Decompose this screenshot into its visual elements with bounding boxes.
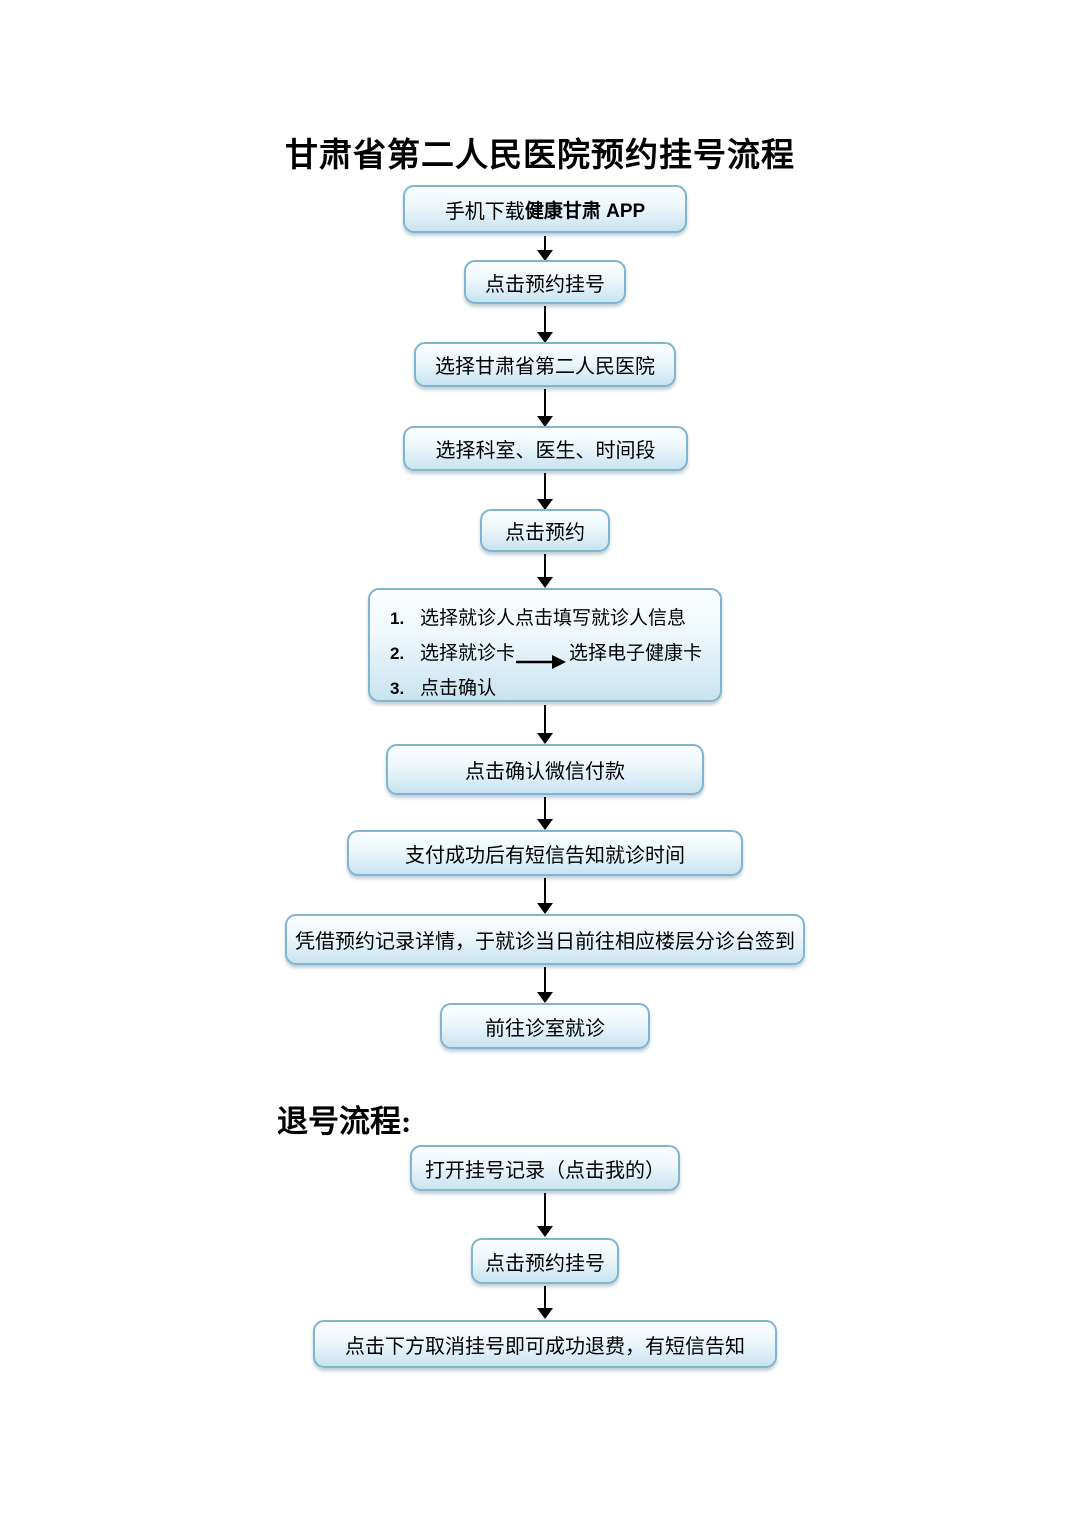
list-item-text: 选择就诊人点击填写就诊人信息: [420, 608, 687, 629]
cancel-section-title: 退号流程:: [277, 1104, 412, 1139]
list-item-number: 1.: [390, 609, 405, 628]
go-to-clinic-box: 前往诊室就诊: [440, 1003, 650, 1049]
cancel-refund-label: 点击下方取消挂号即可成功退费，有短信告知: [345, 1335, 745, 1358]
click-reserve-label: 点击预约: [505, 522, 585, 544]
list-item: 2. 选择就诊卡 选择电子健康卡: [382, 636, 720, 671]
list-item-text-right: 选择电子健康卡: [569, 643, 703, 664]
list-item-number: 2.: [390, 644, 405, 663]
down-arrow: [537, 705, 553, 744]
download-app-box: 手机下载健康甘肃 APP: [403, 185, 687, 233]
download-app-label: 手机下载: [444, 200, 525, 223]
open-registration-record-box: 打开挂号记录（点击我的）: [410, 1145, 680, 1191]
select-hospital-box: 选择甘肃省第二人民医院: [414, 342, 676, 387]
down-arrow: [537, 797, 553, 830]
list-item: 1. 选择就诊人点击填写就诊人信息: [382, 601, 720, 636]
click-reserve-box: 点击预约: [480, 509, 610, 552]
select-hospital-label: 选择甘肃省第二人民医院: [435, 356, 655, 378]
click-appointment-label: 点击预约挂号: [485, 273, 605, 296]
down-arrow: [537, 389, 553, 427]
down-arrow: [537, 236, 553, 261]
down-arrow: [537, 1193, 553, 1237]
select-dept-doctor-time-box: 选择科室、医生、时间段: [403, 426, 688, 471]
right-arrow-icon: [516, 655, 566, 669]
download-app-label-bold: 健康甘肃 APP: [524, 200, 646, 222]
down-arrow: [537, 1286, 553, 1319]
list-item: 3. 点击确认: [382, 671, 720, 706]
down-arrow: [537, 306, 553, 343]
select-dept-doctor-time-label: 选择科室、医生、时间段: [435, 440, 656, 462]
cancel-refund-box: 点击下方取消挂号即可成功退费，有短信告知: [313, 1320, 777, 1368]
confirm-wechat-pay-box: 点击确认微信付款: [386, 744, 704, 795]
sms-notice-box: 支付成功后有短信告知就诊时间: [347, 830, 743, 876]
go-to-clinic-label: 前往诊室就诊: [485, 1017, 605, 1040]
sign-in-label: 凭借预约记录详情，于就诊当日前往相应楼层分诊台签到: [295, 931, 795, 953]
down-arrow: [537, 554, 553, 588]
down-arrow: [537, 473, 553, 510]
sms-notice-label: 支付成功后有短信告知就诊时间: [405, 844, 685, 867]
click-appointment-record-box: 点击预约挂号: [471, 1238, 619, 1284]
click-appointment-box: 点击预约挂号: [464, 260, 626, 304]
down-arrow: [537, 967, 553, 1003]
patient-info-steps-box: 1. 选择就诊人点击填写就诊人信息 2. 选择就诊卡 选择电子健康卡 3. 点击…: [368, 588, 722, 702]
page-title: 甘肃省第二人民医院预约挂号流程: [285, 138, 795, 174]
open-registration-record-label: 打开挂号记录（点击我的）: [425, 1159, 665, 1182]
down-arrow: [537, 878, 553, 914]
click-appointment-record-label: 点击预约挂号: [485, 1252, 605, 1275]
sign-in-box: 凭借预约记录详情，于就诊当日前往相应楼层分诊台签到: [285, 914, 805, 965]
confirm-wechat-pay-label: 点击确认微信付款: [465, 761, 625, 783]
list-item-text: 点击确认: [420, 678, 497, 699]
list-item-number: 3.: [390, 679, 405, 698]
list-item-text: 选择就诊卡: [420, 643, 516, 664]
